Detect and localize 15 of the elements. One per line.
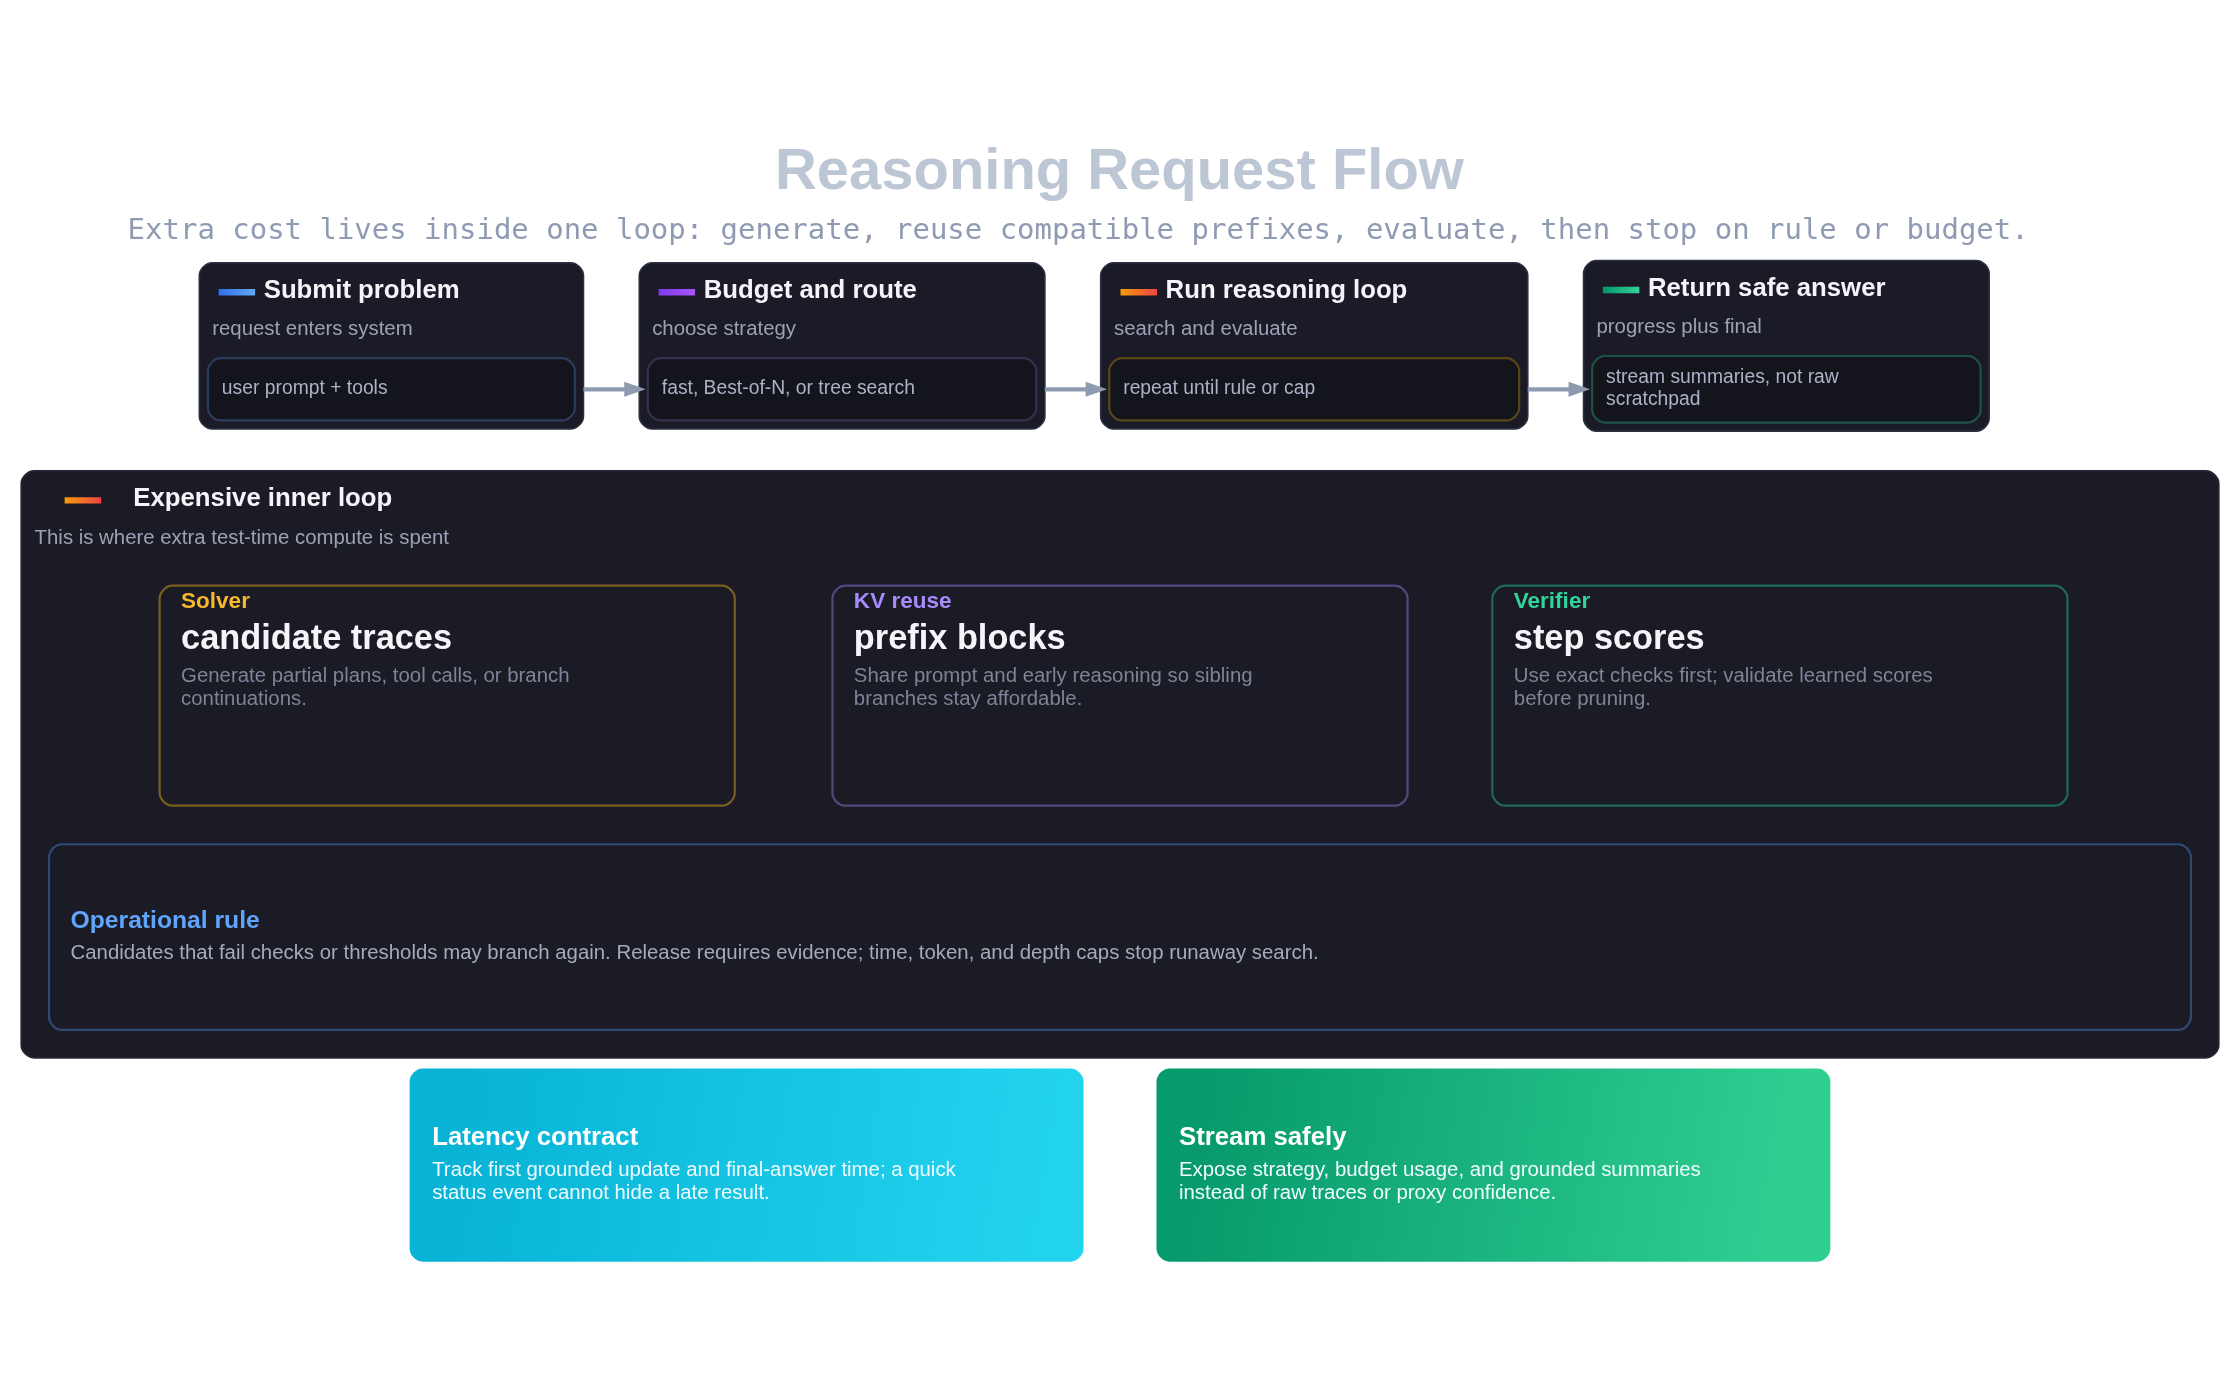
node-box: fast, Best-of-N, or tree search [646, 356, 1038, 421]
diagram-title: Reasoning Request Flow [775, 136, 1464, 201]
arrow [583, 381, 646, 397]
node-box: user prompt + tools [206, 356, 576, 421]
node-box: Latency contract Track first grounded update and final-answer time; a quick status event cannot hide a late result. [409, 1068, 1084, 1262]
arrow [1527, 381, 1591, 397]
node-box: Verifier step scores Use exact checks first; validate learned scores before pruning. [1491, 584, 2069, 807]
node-box: Stream safely Expose strategy, budget usage, and grounded summaries instead of raw traces or proxy confidence. [1156, 1068, 1831, 1262]
node-box: stream summaries, not raw scratchpad [1591, 354, 1982, 424]
node-box: KV reuse prefix blocks Share prompt and early reasoning so sibling branches stay affordable. [831, 584, 1409, 807]
node-box: repeat until rule or cap [1108, 356, 1521, 421]
node-box: Operational rule Candidates that fail checks or thresholds may branch again. Release requires evidence; time, token, and depth caps stop runaway search. [48, 842, 2192, 1031]
node-box: Solver candidate traces Generate partial plans, tool calls, or branch continuations. [158, 584, 736, 807]
label: Extra cost lives inside one loop: generate, reuse compatible prefixes, evaluate, then stop on rule or budget. [127, 211, 2029, 246]
arrow [1044, 381, 1108, 397]
